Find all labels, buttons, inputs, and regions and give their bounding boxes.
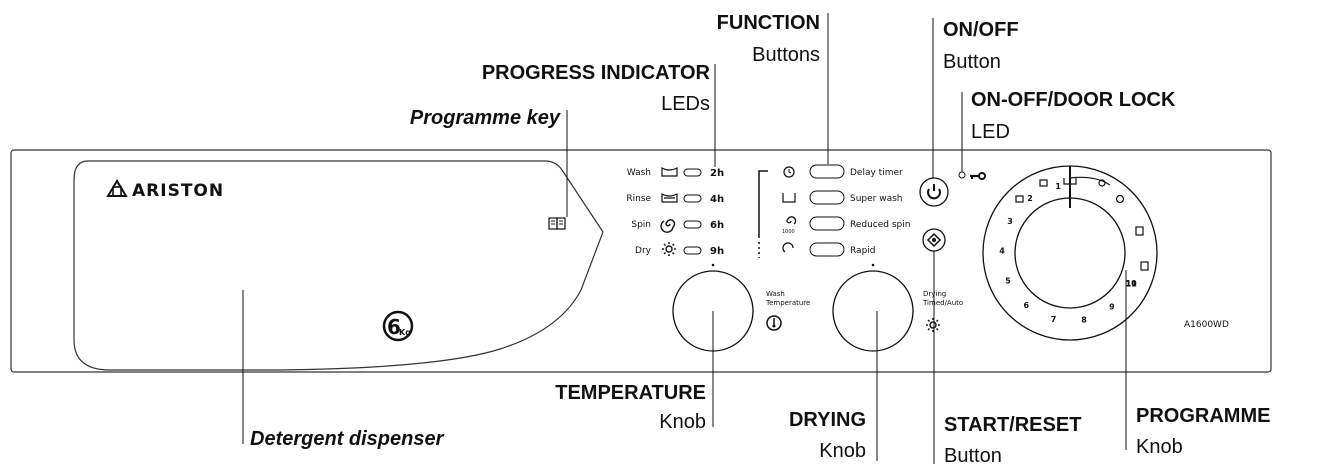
wash-temp-label-2: Temperature bbox=[765, 299, 810, 307]
programme-number: 8 bbox=[1081, 316, 1087, 325]
reduced-spin-icon bbox=[786, 216, 797, 225]
programme-number: 2 bbox=[1027, 194, 1033, 203]
capacity-badge: 6 Kg bbox=[382, 310, 414, 342]
programme-callout-sub: Knob bbox=[1136, 436, 1183, 458]
programme-callout-title: PROGRAMME bbox=[1136, 405, 1271, 427]
rapid-icon bbox=[782, 242, 794, 253]
svg-text:Kg: Kg bbox=[399, 328, 411, 337]
super-wash-icon bbox=[782, 193, 796, 203]
programme-number: 5 bbox=[1005, 277, 1011, 286]
drying-callout-title: DRYING bbox=[788, 409, 866, 431]
function-callout-title: FUNCTION bbox=[716, 12, 820, 34]
programme-number: 10 bbox=[1126, 279, 1138, 288]
time-4h: 4h bbox=[710, 194, 724, 205]
drying-callout-sub: Knob bbox=[819, 440, 866, 462]
svg-text:6: 6 bbox=[387, 315, 401, 339]
book-icon bbox=[548, 217, 566, 230]
ariston-logo-icon bbox=[106, 179, 128, 197]
onoff-callout-sub: Button bbox=[943, 51, 1001, 73]
programme-number: 1 bbox=[1055, 182, 1061, 191]
time-6h: 6h bbox=[710, 220, 724, 231]
programme-number: 11 bbox=[1126, 280, 1138, 289]
progress-label-dry: Dry bbox=[635, 246, 652, 256]
reduced-spin-label: Reduced spin bbox=[850, 220, 910, 230]
temperature-callout-sub: Knob bbox=[659, 411, 706, 433]
function-button-group: Delay timer Super wash 1000 Reduced spin… bbox=[782, 164, 910, 257]
start-icon bbox=[926, 232, 942, 248]
rinse-icon bbox=[661, 192, 678, 203]
drying-label-1: Drying bbox=[923, 290, 946, 298]
panel-outline bbox=[10, 149, 1272, 373]
progress-label-spin: Spin bbox=[631, 220, 651, 230]
drying-sun-icon bbox=[926, 318, 940, 332]
super-wash-label: Super wash bbox=[850, 194, 903, 204]
on-off-button bbox=[919, 177, 949, 207]
wash-icon bbox=[661, 166, 678, 177]
brand-text: ARISTON bbox=[132, 181, 224, 201]
delay-timer-icon bbox=[783, 166, 795, 178]
callout-leader-lines bbox=[242, 13, 1127, 464]
progress-label-rinse: Rinse bbox=[626, 194, 651, 204]
delay-timer-label: Delay timer bbox=[850, 168, 903, 178]
start-reset-callout-sub: Button bbox=[944, 445, 1002, 467]
dry-sun-icon bbox=[662, 242, 676, 256]
door-lock-callout-sub: LED bbox=[971, 121, 1010, 143]
programme-number: 6 bbox=[1024, 301, 1030, 310]
time-2h: 2h bbox=[710, 168, 724, 179]
model-number: A1600WD bbox=[1184, 320, 1229, 330]
super-wash-button bbox=[809, 190, 845, 205]
led-wash bbox=[683, 168, 702, 177]
programme-number: 7 bbox=[1051, 315, 1057, 324]
thermometer-icon bbox=[766, 315, 782, 331]
progress-label-wash: Wash bbox=[627, 168, 651, 178]
progress-callout-title: PROGRESS INDICATOR bbox=[481, 62, 710, 84]
time-9h: 9h bbox=[710, 246, 724, 257]
programme-number: 3 bbox=[1007, 217, 1013, 226]
function-callout-sub: Buttons bbox=[752, 44, 820, 66]
delay-timer-button bbox=[809, 164, 845, 179]
temperature-callout-title: TEMPERATURE bbox=[555, 382, 706, 404]
detergent-dispenser-drawer bbox=[73, 160, 604, 371]
drying-label-2: Timed/Auto bbox=[922, 299, 963, 307]
reduced-spin-button bbox=[809, 216, 845, 231]
progress-led-group: Wash 2h Rinse 4h Spin 6h Dry 9h bbox=[626, 166, 768, 258]
rapid-label: Rapid bbox=[850, 246, 876, 256]
wash-temp-label-1: Wash bbox=[766, 290, 785, 298]
rapid-button bbox=[809, 242, 845, 257]
led-spin bbox=[683, 220, 702, 229]
door-lock-callout-title: ON-OFF/DOOR LOCK bbox=[971, 89, 1176, 111]
programme-key-callout: Programme key bbox=[409, 107, 560, 129]
programme-spin-icon bbox=[1115, 194, 1125, 204]
drying-knob bbox=[832, 270, 914, 352]
programme-number: 9 bbox=[1109, 303, 1115, 312]
power-icon bbox=[927, 188, 941, 200]
led-rinse bbox=[683, 194, 702, 203]
programme-knob bbox=[982, 165, 1158, 341]
led-dry bbox=[683, 246, 702, 255]
start-reset-callout-title: START/RESET bbox=[944, 414, 1082, 436]
detergent-dispenser-callout: Detergent dispenser bbox=[250, 428, 444, 450]
door-lock-led bbox=[958, 171, 966, 179]
spin-icon bbox=[660, 219, 676, 233]
progress-callout-sub: LEDs bbox=[661, 93, 710, 115]
key-icon bbox=[970, 172, 986, 180]
programme-number: 4 bbox=[999, 247, 1005, 256]
svg-text:1000: 1000 bbox=[782, 229, 795, 235]
onoff-callout-title: ON/OFF bbox=[943, 19, 1019, 41]
